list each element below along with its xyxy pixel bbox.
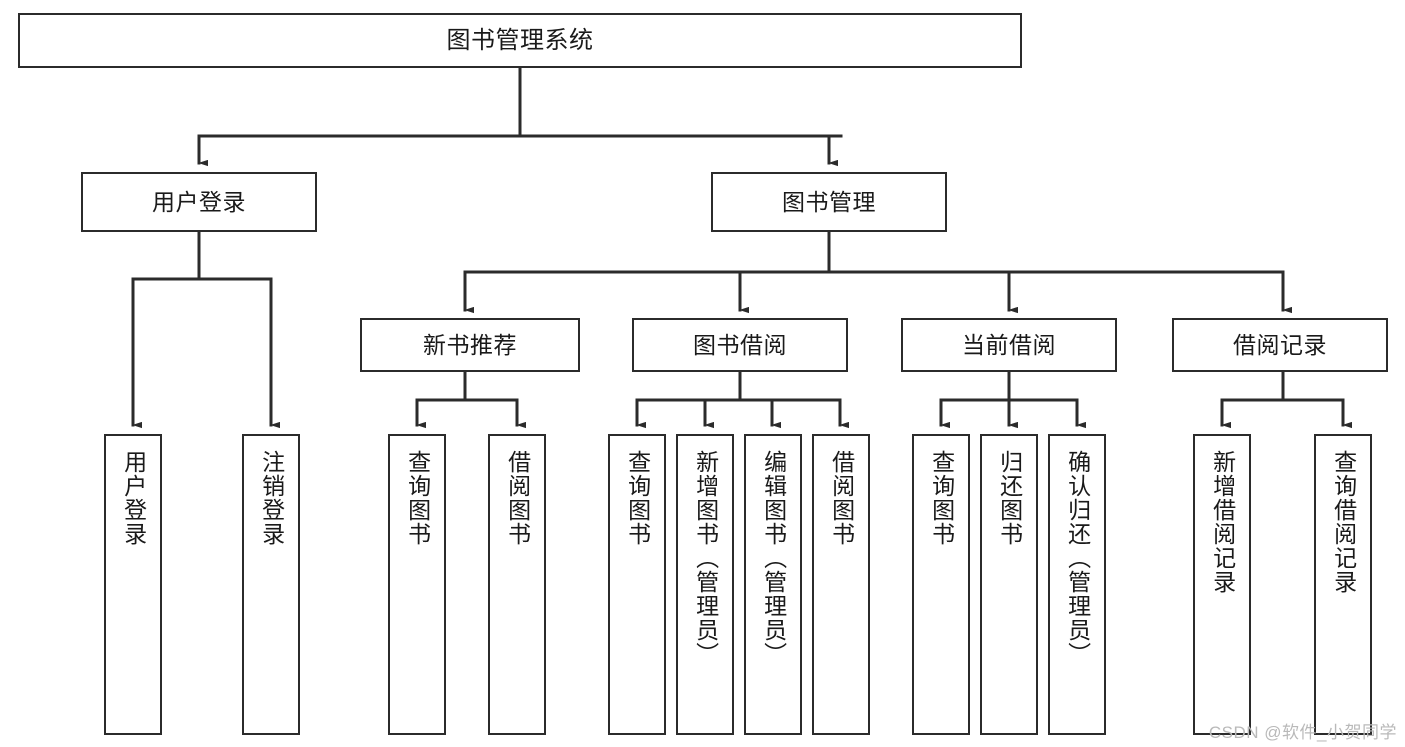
node-leaf-confirm-return[interactable]: 确认归还（管理员） xyxy=(1048,434,1106,735)
node-leaf-query-book-1[interactable]: 查询图书 xyxy=(388,434,446,735)
node-book-management-system[interactable]: 图书管理系统 xyxy=(18,13,1022,68)
node-leaf-query-record[interactable]: 查询借阅记录 xyxy=(1314,434,1372,735)
node-label: 借阅记录 xyxy=(1233,331,1327,358)
node-label: 查询图书 xyxy=(928,450,955,546)
node-leaf-borrow-book-1[interactable]: 借阅图书 xyxy=(488,434,546,735)
node-label: 新增图书（管理员） xyxy=(692,450,719,666)
node-leaf-add-record[interactable]: 新增借阅记录 xyxy=(1193,434,1251,735)
node-label: 查询图书 xyxy=(404,450,431,546)
node-book-management[interactable]: 图书管理 xyxy=(711,172,947,232)
node-book-borrow[interactable]: 图书借阅 xyxy=(632,318,848,372)
node-label: 确认归还（管理员） xyxy=(1064,450,1091,666)
node-label: 新增借阅记录 xyxy=(1209,450,1236,594)
node-label: 当前借阅 xyxy=(962,331,1056,358)
node-label: 归还图书 xyxy=(996,450,1023,546)
csdn-watermark: CSDN @软件_小贺同学 xyxy=(1208,723,1397,742)
node-label: 查询借阅记录 xyxy=(1330,450,1357,594)
node-leaf-logout-login[interactable]: 注销登录 xyxy=(242,434,300,735)
node-label: 注销登录 xyxy=(258,450,285,546)
node-label: 新书推荐 xyxy=(423,331,517,358)
node-label: 借阅图书 xyxy=(504,450,531,546)
node-leaf-add-book[interactable]: 新增图书（管理员） xyxy=(676,434,734,735)
node-new-book-recommend[interactable]: 新书推荐 xyxy=(360,318,580,372)
node-leaf-return-book[interactable]: 归还图书 xyxy=(980,434,1038,735)
node-current-borrow[interactable]: 当前借阅 xyxy=(901,318,1117,372)
node-leaf-query-book-2[interactable]: 查询图书 xyxy=(608,434,666,735)
node-label: 图书借阅 xyxy=(693,331,787,358)
node-leaf-user-login[interactable]: 用户登录 xyxy=(104,434,162,735)
node-label: 借阅图书 xyxy=(828,450,855,546)
node-borrow-record[interactable]: 借阅记录 xyxy=(1172,318,1388,372)
node-label: 图书管理系统 xyxy=(446,26,594,54)
node-label: 查询图书 xyxy=(624,450,651,546)
node-user-login[interactable]: 用户登录 xyxy=(81,172,317,232)
node-leaf-query-book-3[interactable]: 查询图书 xyxy=(912,434,970,735)
node-label: 图书管理 xyxy=(782,188,876,215)
node-leaf-edit-book[interactable]: 编辑图书（管理员） xyxy=(744,434,802,735)
node-label: 编辑图书（管理员） xyxy=(760,450,787,666)
node-label: 用户登录 xyxy=(152,188,246,215)
node-label: 用户登录 xyxy=(120,450,147,546)
node-leaf-borrow-book-2[interactable]: 借阅图书 xyxy=(812,434,870,735)
